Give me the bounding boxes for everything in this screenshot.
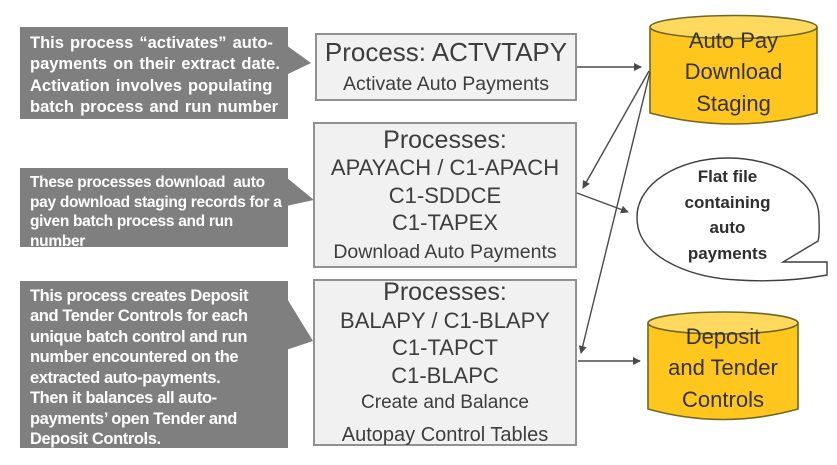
callout-pointer-icon [286,297,313,350]
process-box-download: Processes: APAYACH / C1-APACH C1-SDDCE C… [313,122,577,268]
label-line: auto [709,218,746,237]
process-subtitle: Download Auto Payments [333,241,557,264]
callout-pointer-icon [286,45,311,75]
label-line: Deposit [685,324,761,350]
process-subtitle: Create and Balance [361,391,529,413]
arrow-staging-to-balance [578,71,651,354]
process-code: C1-BLAPC [391,362,499,388]
deposit-cylinder-label: Deposit and Tender Controls [648,318,798,418]
callout-download-note: These processes download auto pay downlo… [20,168,288,250]
staging-cylinder-label: Auto Pay Download Staging [650,22,817,122]
process-code: C1-SDDCE [388,182,502,208]
database-cylinder-staging [649,14,818,125]
callout-activate-note: This process “activates” auto- payments … [20,27,288,119]
process-title: Processes: [383,125,507,154]
process-code: BALAPY / C1-BLAPY [340,308,550,334]
process-code: C1-TAPCT [392,335,498,361]
process-subtitle: Autopay Control Tables [341,423,549,446]
arrow-staging-to-download [582,70,650,189]
process-box-activate: Process: ACTVTAPY Activate Auto Payments [315,33,577,101]
label-line: Download [684,59,783,85]
process-title: Processes: [383,278,507,307]
callout-pointer-icon [286,177,314,206]
process-code: APAYACH / C1-APACH [330,155,560,181]
label-line: Staging [696,90,771,116]
label-line: Controls [682,386,764,412]
process-title: Process: ACTVTAPY [324,36,568,67]
label-line: and Tender [668,355,778,381]
flat-file-bubble-shape [636,157,828,282]
process-box-balance: Processes: BALAPY / C1-BLAPY C1-TAPCT C1… [313,278,577,446]
database-cylinder-deposit [647,311,799,421]
process-code: C1-TAPEX [392,209,498,235]
label-line: payments [687,243,768,263]
callout-balance-note: This process creates Deposit and Tender … [20,281,288,448]
flat-file-bubble-label: Flat file containing auto payments [640,160,815,270]
arrow-download-to-flatfile [576,192,629,214]
process-subtitle: Activate Auto Payments [343,72,549,95]
label-line: containing [684,192,771,212]
label-line: Flat file [697,167,758,186]
label-line: Auto Pay [688,28,779,54]
